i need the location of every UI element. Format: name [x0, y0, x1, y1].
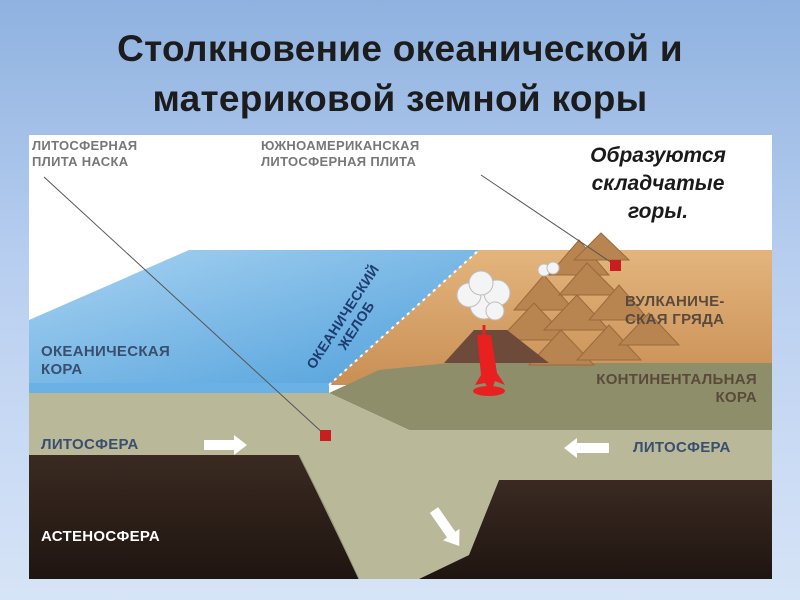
asthenosphere-left	[29, 455, 359, 579]
asthenosphere-right	[419, 480, 772, 579]
lithosphere-right	[449, 430, 772, 480]
ocean-front	[29, 383, 329, 393]
arrow-left-icon	[564, 438, 609, 458]
magma-chamber	[473, 386, 505, 396]
title-line-1: Столкновение океанической и	[117, 28, 683, 69]
slab-outline	[298, 454, 360, 579]
subduction-diagram: ЛИТОСФЕРНАЯ ПЛИТА НАСКА ЮЖНОАМЕРИКАНСКАЯ…	[29, 135, 772, 579]
continental-crust	[329, 363, 772, 430]
callout-folded-mountains: Образуются складчатые горы.	[590, 144, 726, 223]
label-lithosphere-right: ЛИТОСФЕРА	[633, 439, 731, 456]
nazca-pointer-line	[43, 176, 326, 436]
south-american-marker	[610, 260, 621, 271]
south-american-pointer-line	[480, 174, 616, 266]
volcano-cone	[444, 330, 549, 363]
nazca-marker	[320, 430, 331, 441]
label-lithosphere-left: ЛИТОСФЕРА	[41, 436, 139, 453]
label-oceanic-crust: ОКЕАНИЧЕСКАЯ КОРА	[41, 343, 171, 378]
label-south-american-plate: ЮЖНОАМЕРИКАНСКАЯ ЛИТОСФЕРНАЯ ПЛИТА	[261, 138, 420, 169]
arrow-down-right-icon	[429, 507, 460, 547]
slide-title: Столкновение океанической и материковой …	[0, 24, 800, 124]
label-continental-crust: КОНТИНЕНТАЛЬНАЯ КОРА	[596, 371, 757, 406]
mountain-range	[497, 232, 681, 366]
title-line-2: материковой земной коры	[152, 78, 648, 119]
magma-conduit	[475, 335, 505, 393]
land-surface	[329, 250, 772, 385]
label-volcanic-ridge: ВУЛКАНИЧЕ- СКАЯ ГРЯДА	[625, 293, 725, 328]
diagram-illustration	[29, 174, 772, 579]
arrow-right-icon	[204, 435, 247, 455]
eruption-cloud-icon	[456, 270, 511, 321]
label-asthenosphere: АСТЕНОСФЕРА	[41, 528, 161, 545]
label-nazca-plate: ЛИТОСФЕРНАЯ ПЛИТА НАСКА	[32, 138, 138, 169]
trench-dotted-line	[328, 249, 480, 386]
small-cloud-icon	[537, 261, 560, 277]
